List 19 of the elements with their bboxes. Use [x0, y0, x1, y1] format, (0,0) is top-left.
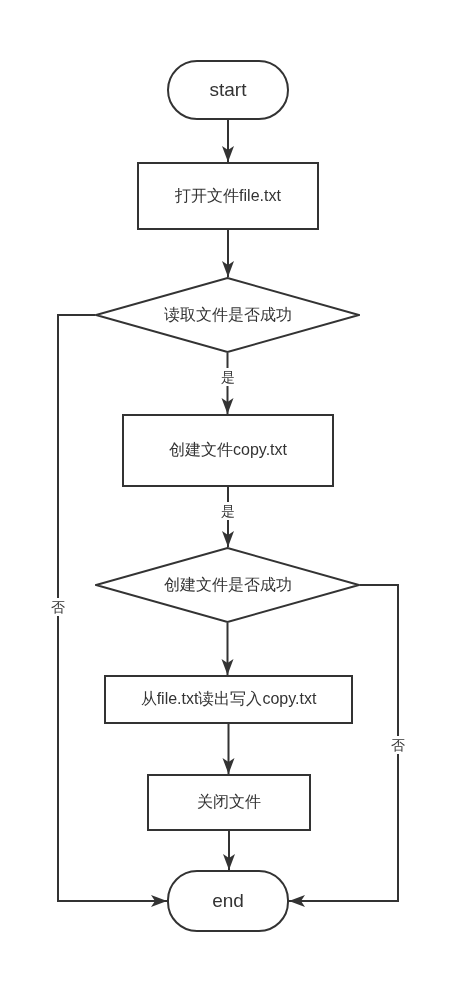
arrow [288, 584, 399, 907]
arrow [223, 830, 235, 871]
arrow [57, 314, 168, 907]
decision-diamond: 创建文件是否成功 [95, 547, 360, 623]
arrow [222, 723, 235, 775]
process-box: 打开文件file.txt [137, 162, 319, 230]
terminal-box: end [167, 870, 289, 932]
arrow [221, 622, 234, 676]
edge-label: 是 [220, 368, 235, 387]
process-box: 创建文件copy.txt [122, 414, 334, 487]
arrow [222, 119, 234, 163]
edge-label: 是 [221, 502, 235, 520]
terminal-box: start [167, 60, 289, 120]
decision-diamond: 读取文件是否成功 [95, 277, 360, 353]
edge-label: 否 [51, 598, 65, 616]
process-box: 从file.txt读出写入copy.txt [104, 675, 353, 724]
arrow [222, 229, 234, 278]
process-box: 关闭文件 [147, 774, 311, 831]
edge-label: 否 [391, 736, 405, 754]
